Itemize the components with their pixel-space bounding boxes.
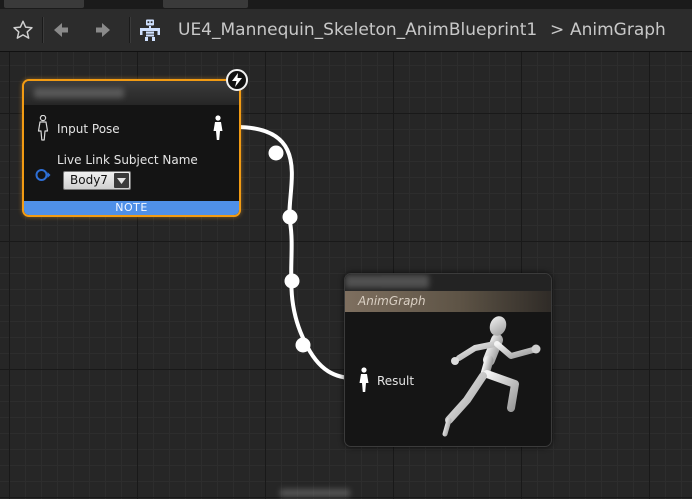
breadcrumb-separator: > [550,20,565,40]
pose-output-pin[interactable] [212,115,224,145]
back-button[interactable] [46,15,76,45]
blurred-node-title [345,275,429,288]
subject-name-value: Body7 [70,173,108,187]
skeleton-icon [140,19,160,41]
subject-name-pin[interactable] [35,167,51,186]
back-arrow-icon [54,23,68,37]
node-title-bar[interactable] [345,274,551,291]
wire-reroute-knot[interactable] [282,209,298,225]
subject-name-label: Live Link Subject Name [57,153,198,167]
forward-arrow-icon [96,23,110,37]
result-input-pin[interactable] [358,367,370,397]
wire-reroute-knot[interactable] [268,145,284,161]
fast-path-icon [226,69,248,91]
subject-name-dropdown[interactable]: Body7 [63,171,131,190]
star-icon [13,20,33,39]
input-pose-label: Input Pose [57,122,120,136]
node-subtitle: AnimGraph [358,294,426,308]
pose-pin-icon [37,114,49,141]
node-title-bar[interactable] [24,81,239,105]
result-pin-label: Result [377,374,415,388]
breadcrumb-graph[interactable]: AnimGraph [570,20,666,40]
breadcrumb-asset[interactable]: UE4_Mannequin_Skeleton_AnimBlueprint1 [178,20,538,40]
node-note-bar: NOTE [24,201,239,215]
pose-wire [234,125,363,381]
struct-pin-icon [35,169,51,181]
pose-input-pin[interactable] [37,114,49,145]
wire-reroute-knot[interactable] [284,273,300,289]
live-link-pose-node[interactable]: Input Pose Live Link Subject Name Body7 … [22,79,241,217]
asset-button[interactable] [135,15,165,45]
pose-pin-icon [359,367,369,392]
forward-button[interactable] [88,15,118,45]
node-subtitle-bar: AnimGraph [345,291,551,312]
favorite-button[interactable] [8,15,38,45]
document-tab-strip [0,0,692,9]
blurred-node-title [34,88,124,98]
document-tab[interactable] [163,0,248,8]
running-mannequin-icon [442,316,541,437]
pose-pin-icon [213,115,223,140]
graph-canvas[interactable]: Input Pose Live Link Subject Name Body7 … [0,52,692,499]
toolbar-separator [129,17,131,43]
chevron-down-icon [114,173,129,188]
output-pose-node[interactable]: AnimGraph Result [344,273,552,447]
wire-reroute-knot[interactable] [295,337,311,353]
blurred-graph-text [280,489,350,497]
toolbar-separator [42,17,44,43]
document-tab[interactable] [4,0,84,8]
breadcrumb-toolbar: UE4_Mannequin_Skeleton_AnimBlueprint1 > … [0,9,692,52]
